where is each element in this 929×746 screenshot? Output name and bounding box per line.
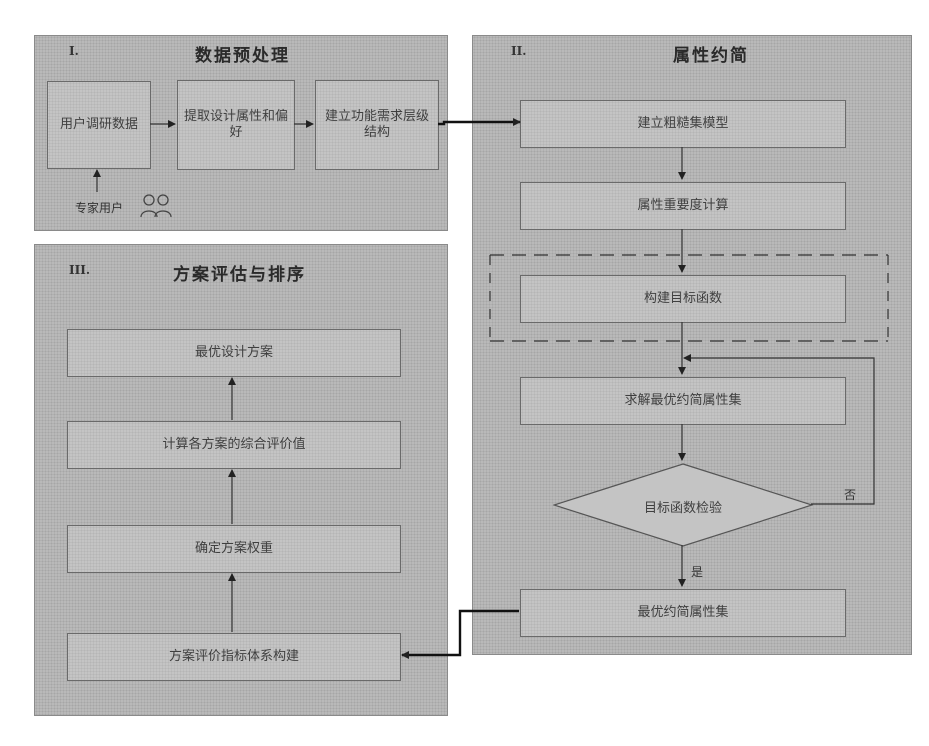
panel-evaluation: III. 方案评估与排序 最优设计方案 计算各方案的综合评价值 确定方案权重 方… xyxy=(34,244,448,716)
panel-title: 属性约简 xyxy=(673,41,749,66)
panel-title: 数据预处理 xyxy=(195,41,290,66)
node-optimal-reduction-set: 最优约简属性集 xyxy=(520,589,846,637)
node-optimal-design: 最优设计方案 xyxy=(67,329,401,377)
decision-label: 目标函数检验 xyxy=(623,497,743,516)
node-build-objective: 构建目标函数 xyxy=(520,275,846,323)
panel-preprocessing: I. 数据预处理 用户调研数据 提取设计属性和偏好 建立功能需求层级结构 专家用… xyxy=(34,35,448,231)
node-composite-score: 计算各方案的综合评价值 xyxy=(67,421,401,469)
panel-numeral: II. xyxy=(511,44,526,58)
node-build-hierarchy: 建立功能需求层级结构 xyxy=(315,80,439,170)
panel-numeral: III. xyxy=(69,263,90,277)
panel-attribute-reduction: II. 属性约简 建立粗糙集模型 属性重要度计算 构建目标函数 求解最优约简属性… xyxy=(472,35,912,655)
decision-no-label: 否 xyxy=(844,486,856,503)
users-icon xyxy=(139,191,175,219)
node-attribute-importance: 属性重要度计算 xyxy=(520,182,846,230)
node-extract-attributes: 提取设计属性和偏好 xyxy=(177,80,295,170)
node-user-research-data: 用户调研数据 xyxy=(47,81,151,169)
panel-numeral: I. xyxy=(69,44,79,58)
node-rough-set-model: 建立粗糙集模型 xyxy=(520,100,846,148)
decision-yes-label: 是 xyxy=(691,563,703,580)
node-solve-optimal-set: 求解最优约简属性集 xyxy=(520,377,846,425)
source-label: 专家用户 xyxy=(75,199,123,216)
panel-title: 方案评估与排序 xyxy=(173,260,306,285)
node-scheme-weights: 确定方案权重 xyxy=(67,525,401,573)
node-index-system: 方案评价指标体系构建 xyxy=(67,633,401,681)
